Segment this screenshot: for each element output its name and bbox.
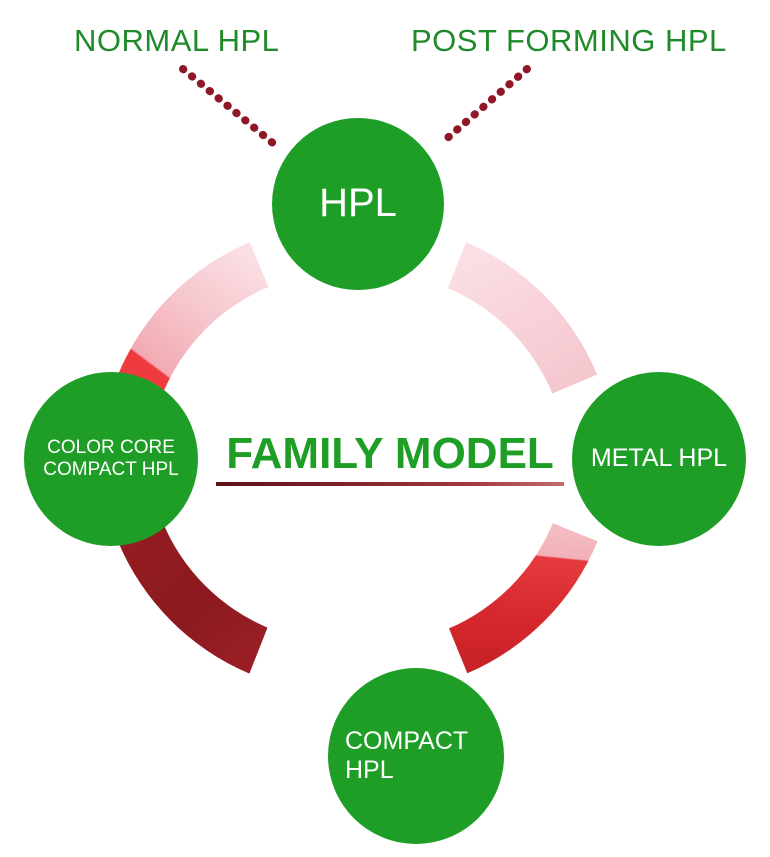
connector-dotted-post-forming-hpl (440, 65, 531, 145)
center-title-group: FAMILY MODEL (216, 432, 564, 486)
node-hpl-label: HPL (319, 181, 397, 226)
node-color-core-compact-hpl[interactable]: COLOR CORE COMPACT HPL (24, 372, 198, 546)
center-title: FAMILY MODEL (226, 429, 554, 478)
connector-dotted-normal-hpl (179, 65, 278, 148)
node-hpl[interactable]: HPL (272, 118, 444, 290)
arc-segment-top-left (118, 242, 269, 393)
callout-label-post-forming-hpl: POST FORMING HPL (411, 23, 727, 58)
center-title-underline (216, 482, 564, 486)
callout-label-normal-hpl: NORMAL HPL (74, 23, 280, 58)
arc-segment-bottom-left (118, 522, 268, 674)
node-compact-hpl[interactable]: COMPACT HPL (328, 668, 504, 844)
node-compact-hpl-label: COMPACT HPL (345, 726, 469, 785)
arc-segment-top-right (447, 242, 598, 394)
arc-segment-bottom-right (449, 523, 598, 674)
node-metal-hpl[interactable]: METAL HPL (572, 372, 746, 546)
node-metal-hpl-label: METAL HPL (590, 444, 728, 473)
node-color-core-compact-hpl-label: COLOR CORE COMPACT HPL (43, 436, 179, 480)
